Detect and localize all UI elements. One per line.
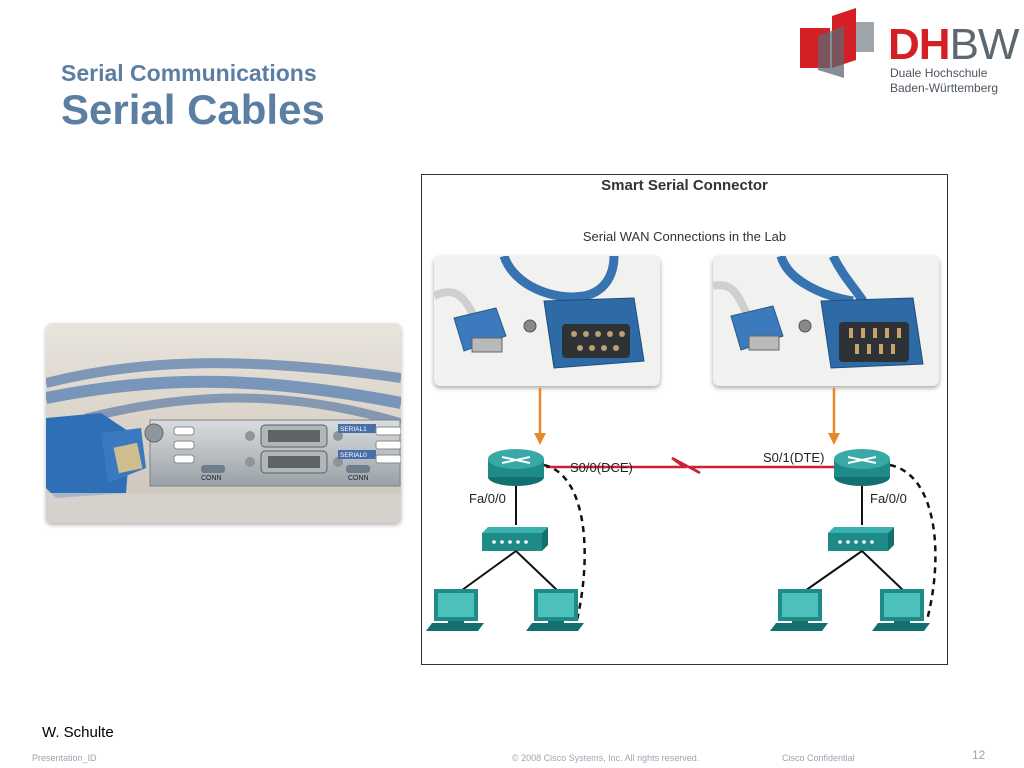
serial-module-illustration: SERIAL1 SERIAL0 CONN CONN [46, 323, 401, 523]
pc-left-1 [426, 589, 484, 631]
slide-title: Serial Cables [61, 86, 325, 133]
conn-label-left: CONN [201, 475, 222, 482]
pc-right-1 [770, 589, 828, 631]
footer-copyright: © 2008 Cisco Systems, Inc. All rights re… [512, 753, 700, 763]
serial0-label: SERIAL0 [340, 452, 367, 459]
switch-left [482, 527, 548, 551]
footer-confidential: Cisco Confidential [782, 753, 855, 763]
logo-bw: BW [949, 20, 1020, 69]
diagram-title: Smart Serial Connector [601, 177, 768, 194]
dhbw-logo-word: DHBW [888, 20, 1020, 70]
page-number: 12 [972, 748, 986, 762]
label-s001-dte: S0/1(DTE) [763, 450, 825, 465]
serial1-label: SERIAL1 [340, 426, 367, 433]
switch-right [828, 527, 894, 551]
dhbw-logo-mark [800, 8, 874, 78]
footer-presentation-id: Presentation_ID [32, 753, 97, 763]
cable-photo-left [434, 256, 660, 386]
author-name: W. Schulte [42, 724, 114, 741]
cable-photo-right [713, 256, 939, 386]
slide-subtitle: Serial Communications [61, 60, 317, 86]
serial-wan-link [546, 456, 836, 475]
label-s000-dce: S0/0(DCE) [570, 460, 633, 475]
smart-serial-cable-left-illustration [434, 256, 645, 369]
label-fa00-right: Fa/0/0 [870, 491, 907, 506]
pc-right-2 [872, 589, 930, 631]
router-right [834, 449, 890, 486]
pc-left-2 [526, 589, 584, 631]
smart-serial-diagram: Smart Serial Connector Serial WAN Connec… [421, 174, 948, 665]
console-cable-left [543, 463, 586, 621]
console-cable-right [889, 463, 937, 621]
logo-line-2: Baden-Württemberg [890, 81, 999, 95]
dhbw-logo: DHBW Duale Hochschule Baden-Württemberg [796, 8, 1020, 98]
smart-serial-cable-right-illustration [713, 256, 924, 369]
logo-dh: DH [888, 20, 951, 69]
conn-label-right: CONN [348, 475, 369, 482]
logo-line-1: Duale Hochschule [890, 66, 988, 80]
serial-module-photo: SERIAL1 SERIAL0 CONN CONN [46, 323, 401, 523]
router-left [488, 449, 544, 486]
label-fa00-left: Fa/0/0 [469, 491, 506, 506]
diagram-subtitle: Serial WAN Connections in the Lab [582, 229, 787, 244]
network-topology [426, 388, 937, 631]
